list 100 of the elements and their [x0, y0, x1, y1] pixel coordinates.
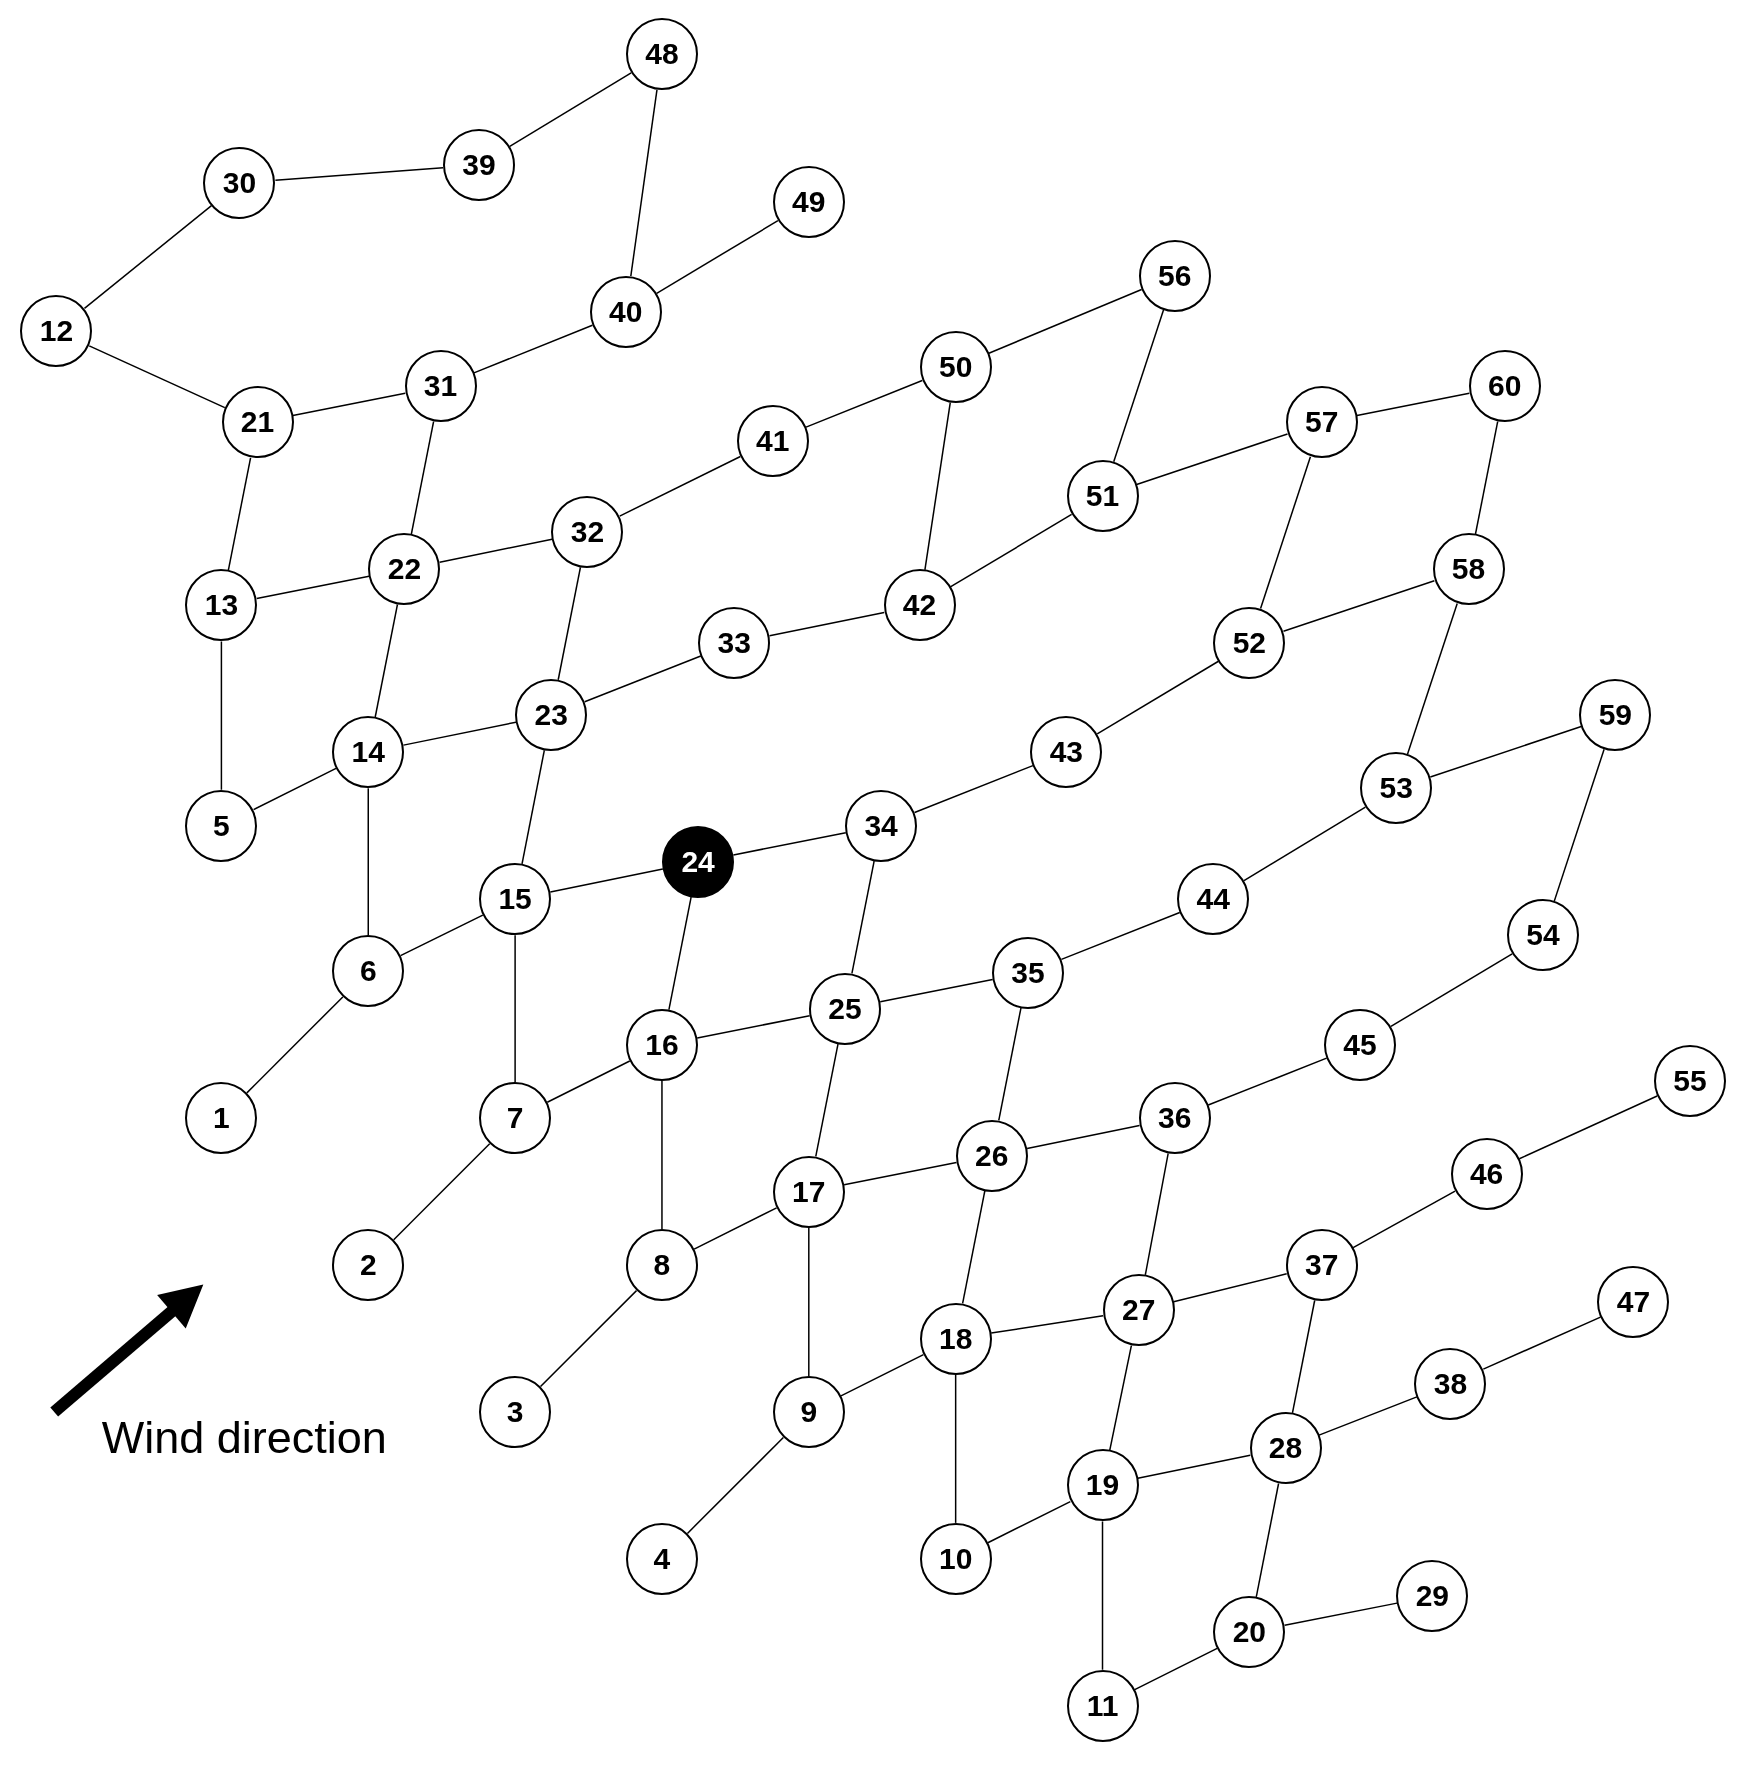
connector-line	[521, 749, 546, 865]
connector-line	[220, 640, 223, 791]
connector-line	[630, 89, 658, 277]
connector-line	[1406, 602, 1458, 756]
node-number: 14	[351, 735, 385, 770]
connector-line	[539, 1289, 638, 1388]
connector-line	[618, 455, 742, 517]
node-number: 2	[359, 1248, 377, 1283]
connector-line	[1356, 392, 1471, 417]
node-number: 30	[222, 166, 257, 200]
connector-line	[954, 1373, 957, 1524]
node-number: 1	[213, 1101, 230, 1136]
node-number: 27	[1121, 1293, 1156, 1328]
node-number: 44	[1196, 882, 1230, 917]
connector-line	[696, 1015, 811, 1039]
node-number: 33	[717, 625, 751, 660]
connector-line	[1518, 1095, 1658, 1160]
node-number: 7	[506, 1101, 524, 1136]
connector-line	[374, 603, 399, 718]
node-number: 32	[570, 515, 605, 550]
node-number: 13	[204, 588, 239, 623]
node-number: 22	[387, 552, 422, 587]
connector-line	[509, 72, 632, 148]
connector-line	[843, 1161, 958, 1186]
connector-line	[661, 1080, 663, 1230]
connector-line	[768, 611, 885, 637]
node-number: 9	[800, 1395, 818, 1429]
node-number: 51	[1085, 478, 1120, 513]
node-number: 23	[534, 698, 568, 733]
connector-line	[1283, 1602, 1398, 1627]
node-number: 20	[1232, 1615, 1267, 1650]
connector-line	[1060, 911, 1181, 961]
connector-line	[549, 868, 664, 893]
node-number: 19	[1085, 1468, 1120, 1503]
connector-line	[808, 1227, 810, 1377]
connector-line	[1207, 1057, 1328, 1106]
node-number: 16	[645, 1027, 679, 1062]
connector-line	[1144, 1152, 1169, 1276]
connector-line	[399, 914, 484, 957]
connector-line	[693, 1207, 778, 1250]
connector-line	[1553, 748, 1605, 902]
connector-line	[655, 219, 779, 295]
connector-line	[88, 345, 226, 409]
node-number: 6	[359, 954, 377, 989]
connector-line	[438, 538, 553, 563]
connector-line	[686, 1436, 785, 1535]
connector-line	[410, 420, 435, 535]
connector-line	[274, 166, 444, 182]
connector-line	[961, 1190, 986, 1305]
node-number: 28	[1268, 1431, 1303, 1466]
connector-line	[949, 513, 1073, 588]
node-number: 54	[1526, 918, 1560, 953]
connector-line	[402, 721, 517, 746]
connector-line	[367, 787, 369, 937]
connector-line	[668, 896, 692, 1011]
connector-line	[1096, 660, 1220, 735]
connector-line	[840, 1353, 925, 1397]
connector-line	[805, 379, 923, 428]
node-number: 25	[828, 991, 862, 1026]
connector-line	[924, 401, 951, 571]
connector-line	[557, 566, 582, 681]
node-number: 46	[1469, 1156, 1504, 1191]
connector-line	[1172, 1273, 1288, 1303]
connector-line	[1026, 1124, 1141, 1150]
connector-line	[1101, 1520, 1104, 1671]
connector-line	[255, 575, 370, 600]
node-number: 8	[653, 1248, 671, 1283]
node-number: 41	[755, 423, 790, 458]
connector-line	[879, 978, 994, 1003]
connector-line	[246, 996, 344, 1094]
connector-line	[546, 1060, 631, 1103]
connector-line	[392, 1143, 491, 1241]
node-number: 43	[1049, 735, 1084, 770]
connector-line	[1133, 1647, 1218, 1691]
node-number: 36	[1158, 1101, 1192, 1136]
node-number: 15	[498, 882, 532, 917]
node-number: 10	[938, 1541, 973, 1576]
connector-line	[1259, 455, 1312, 610]
connector-line	[988, 288, 1143, 354]
connector-line	[227, 457, 252, 571]
node-number: 17	[792, 1174, 826, 1209]
connector-line	[1390, 953, 1513, 1028]
connector-line	[1113, 309, 1165, 463]
connector-line	[1429, 725, 1582, 778]
connector-line	[1135, 433, 1289, 486]
node-number: 37	[1304, 1248, 1339, 1283]
node-number: 5	[213, 808, 230, 843]
node-number: 31	[423, 369, 458, 404]
node-number: 12	[39, 313, 74, 348]
caption-text: Wind direction	[101, 1412, 387, 1464]
node-number: 53	[1379, 771, 1413, 806]
node-number: 50	[938, 350, 973, 385]
node-number: 57	[1304, 405, 1339, 440]
connector-line	[990, 1315, 1104, 1334]
node-number: 48	[645, 37, 679, 72]
node-number: 39	[462, 147, 496, 182]
connector-line	[998, 1007, 1022, 1122]
connector-line	[1243, 806, 1367, 882]
connector-line	[1137, 1454, 1251, 1479]
connector-line	[1291, 1299, 1316, 1414]
